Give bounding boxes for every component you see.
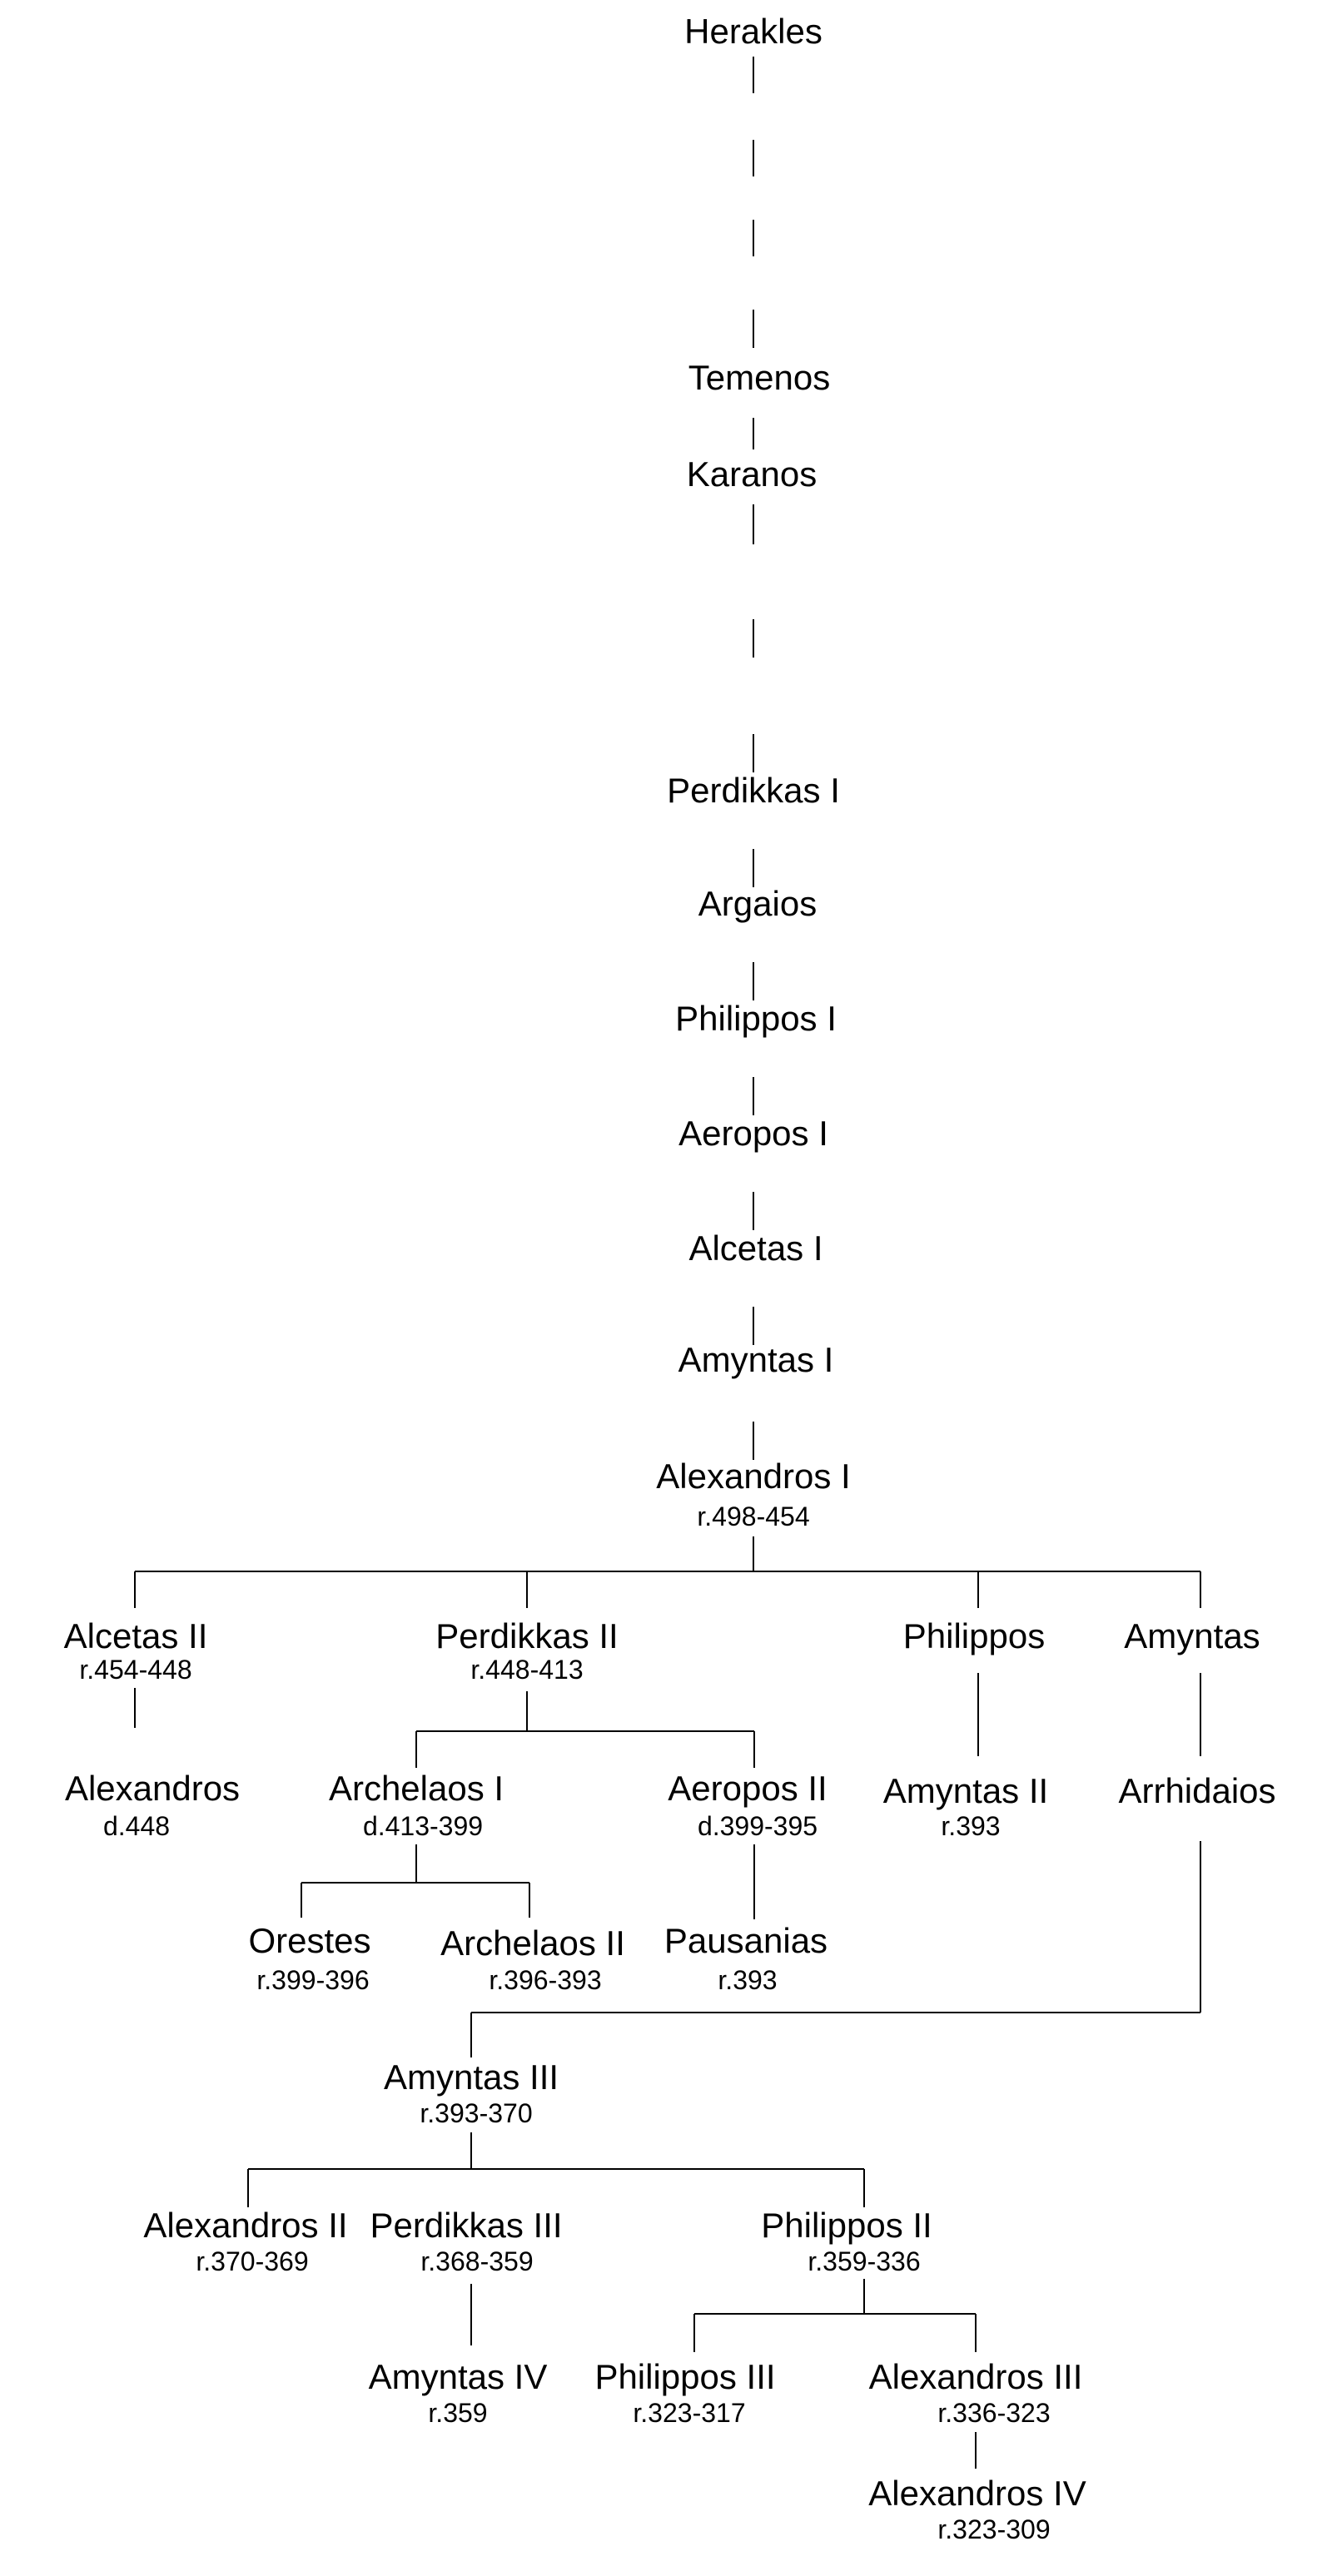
node-aeropos-ii-name: Aeropos II (668, 1769, 827, 1808)
node-archelaos-ii-name: Archelaos II (440, 1923, 625, 1963)
node-alcetas-ii-dates: r.454-448 (79, 1655, 191, 1685)
node-alexandros-ii-dates: r.370-369 (196, 2246, 308, 2276)
node-philippos-name: Philippos (903, 1616, 1045, 1655)
node-perdikkas-ii-dates: r.448-413 (470, 1655, 583, 1685)
node-temenos-name: Temenos (688, 358, 830, 397)
node-amyntas-iv-dates: r.359 (428, 2398, 487, 2428)
node-pausanias-name: Pausanias (664, 1921, 828, 1960)
node-arrhidaios-name: Arrhidaios (1118, 1771, 1275, 1810)
node-amyntas-i-name: Amyntas I (678, 1340, 834, 1379)
node-perdikkas-ii-name: Perdikkas II (435, 1616, 618, 1655)
node-amyntas-iii-dates: r.393-370 (420, 2098, 532, 2128)
node-alexandros-name: Alexandros (65, 1769, 240, 1808)
node-philippos-ii-name: Philippos II (761, 2206, 932, 2245)
node-philippos-iii-name: Philippos III (594, 2357, 775, 2396)
node-alexandros-i-name: Alexandros I (656, 1457, 850, 1496)
node-amyntas-iv-name: Amyntas IV (369, 2357, 548, 2396)
node-amyntas-name: Amyntas (1124, 1616, 1260, 1655)
node-archelaos-ii-dates: r.396-393 (489, 1965, 601, 1995)
node-archelaos-i-name: Archelaos I (329, 1769, 504, 1808)
node-philippos-ii-dates: r.359-336 (808, 2246, 920, 2276)
node-alexandros-iii-name: Alexandros III (869, 2357, 1083, 2396)
node-alcetas-i-name: Alcetas I (688, 1228, 823, 1268)
person-nodes: Herakles Temenos Karanos Perdikkas I Arg… (64, 12, 1276, 2544)
node-alexandros-i-dates: r.498-454 (697, 1501, 809, 1531)
node-alexandros-dates: d.448 (103, 1811, 170, 1841)
node-herakles-name: Herakles (684, 12, 823, 51)
node-perdikkas-iii-dates: r.368-359 (420, 2246, 533, 2276)
node-archelaos-i-dates: d.413-399 (363, 1811, 483, 1841)
node-karanos-name: Karanos (687, 454, 817, 494)
node-philippos-iii-dates: r.323-317 (633, 2398, 745, 2428)
node-aeropos-ii-dates: d.399-395 (698, 1811, 818, 1841)
node-orestes-dates: r.399-396 (256, 1965, 369, 1995)
node-perdikkas-iii-name: Perdikkas III (370, 2206, 562, 2245)
node-amyntas-ii-name: Amyntas II (883, 1771, 1048, 1810)
node-orestes-name: Orestes (248, 1921, 370, 1960)
node-alexandros-iv-dates: r.323-309 (937, 2514, 1050, 2544)
node-alexandros-ii-name: Alexandros II (143, 2206, 347, 2245)
node-argaios-name: Argaios (698, 884, 817, 923)
node-amyntas-ii-dates: r.393 (941, 1811, 1000, 1841)
node-alcetas-ii-name: Alcetas II (64, 1616, 208, 1655)
node-philippos-i-name: Philippos I (675, 999, 837, 1038)
node-aeropos-i-name: Aeropos I (678, 1114, 828, 1153)
connector-lines (134, 57, 1201, 2469)
node-pausanias-dates: r.393 (718, 1965, 777, 1995)
node-perdikkas-i-name: Perdikkas I (667, 771, 840, 810)
node-alexandros-iv-name: Alexandros IV (868, 2474, 1086, 2513)
node-amyntas-iii-name: Amyntas III (384, 2057, 559, 2097)
node-alexandros-iii-dates: r.336-323 (937, 2398, 1050, 2428)
